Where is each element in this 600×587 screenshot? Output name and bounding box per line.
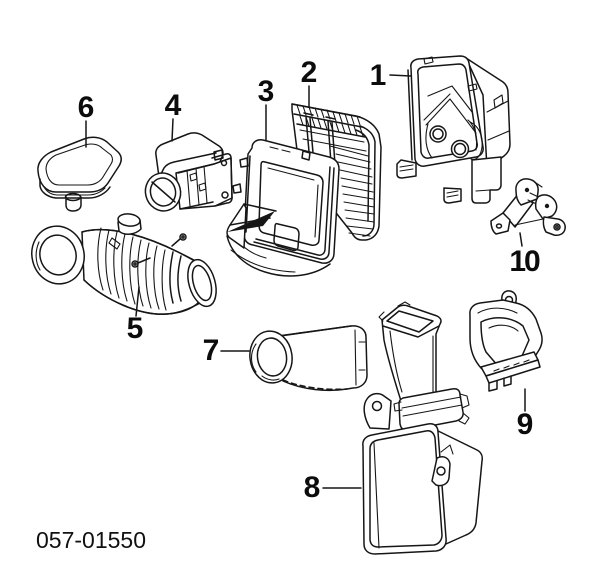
callout-label-8: 8 [304,471,321,504]
callout-7: 7 [203,334,250,367]
callout-label-4: 4 [165,89,182,122]
part-6-resonator-cover [37,136,122,212]
part-7-air-duct [249,325,368,392]
callout-label-5: 5 [127,312,144,345]
part-5-intake-hose [31,213,217,315]
callout-1: 1 [370,59,412,92]
callout-6: 6 [78,91,95,148]
part-10-mounting-bracket [490,178,566,236]
leader-line-10 [519,232,523,247]
callout-9: 9 [517,388,534,441]
part-9-air-inlet-scoop [469,290,543,392]
leader-line-1 [389,74,412,77]
part-4-air-flow-sensor [144,132,233,212]
callout-8: 8 [304,471,362,504]
callout-2: 2 [301,56,318,108]
callout-label-2: 2 [301,56,318,89]
leader-line-4 [171,118,174,142]
drawing-code: 057-01550 [36,527,146,553]
callout-label-10: 10 [509,245,540,278]
callout-label-9: 9 [517,408,534,441]
callout-label-6: 6 [78,91,95,124]
callout-label-1: 1 [370,59,387,92]
callout-5: 5 [127,286,144,345]
callout-10: 10 [509,232,542,278]
part-1-air-cleaner-housing [396,55,511,204]
callout-3: 3 [258,75,275,141]
callout-label-3: 3 [258,75,275,108]
leader-line-5 [135,286,140,317]
part-8-resonator-box [362,301,483,555]
callout-4: 4 [165,89,182,142]
part-3-air-cleaner-cover [226,139,340,277]
callout-label-7: 7 [203,334,220,367]
